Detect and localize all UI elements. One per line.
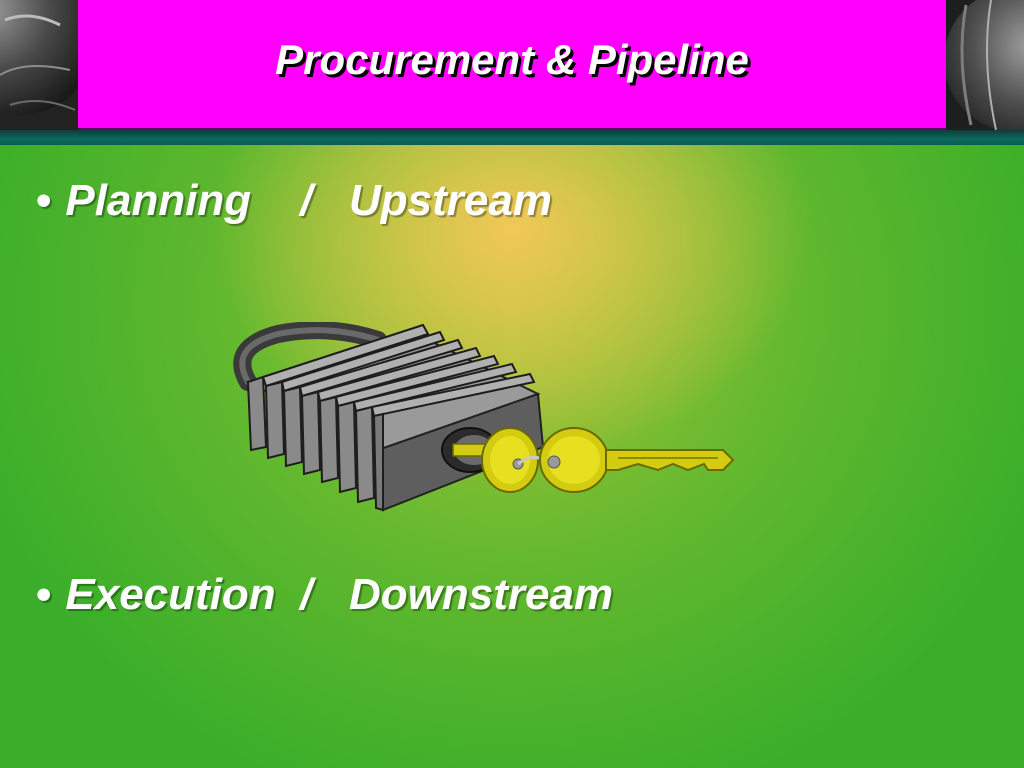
bullet-text: Execution / Downstream (65, 570, 614, 619)
bullet-marker: • (36, 176, 52, 225)
padlock-with-keys-icon (218, 321, 738, 517)
bullet-marker: • (36, 570, 52, 619)
bullet-text: Planning / Upstream (65, 176, 552, 225)
header-divider (0, 130, 1024, 145)
bullet-planning: • Planning / Upstream (36, 176, 552, 226)
coin-image-right (946, 0, 1024, 130)
coin-image-left (0, 0, 78, 130)
bullet-execution: • Execution / Downstream (36, 570, 613, 620)
slide-title: Procurement & Pipeline (275, 36, 749, 83)
title-band (78, 0, 946, 130)
